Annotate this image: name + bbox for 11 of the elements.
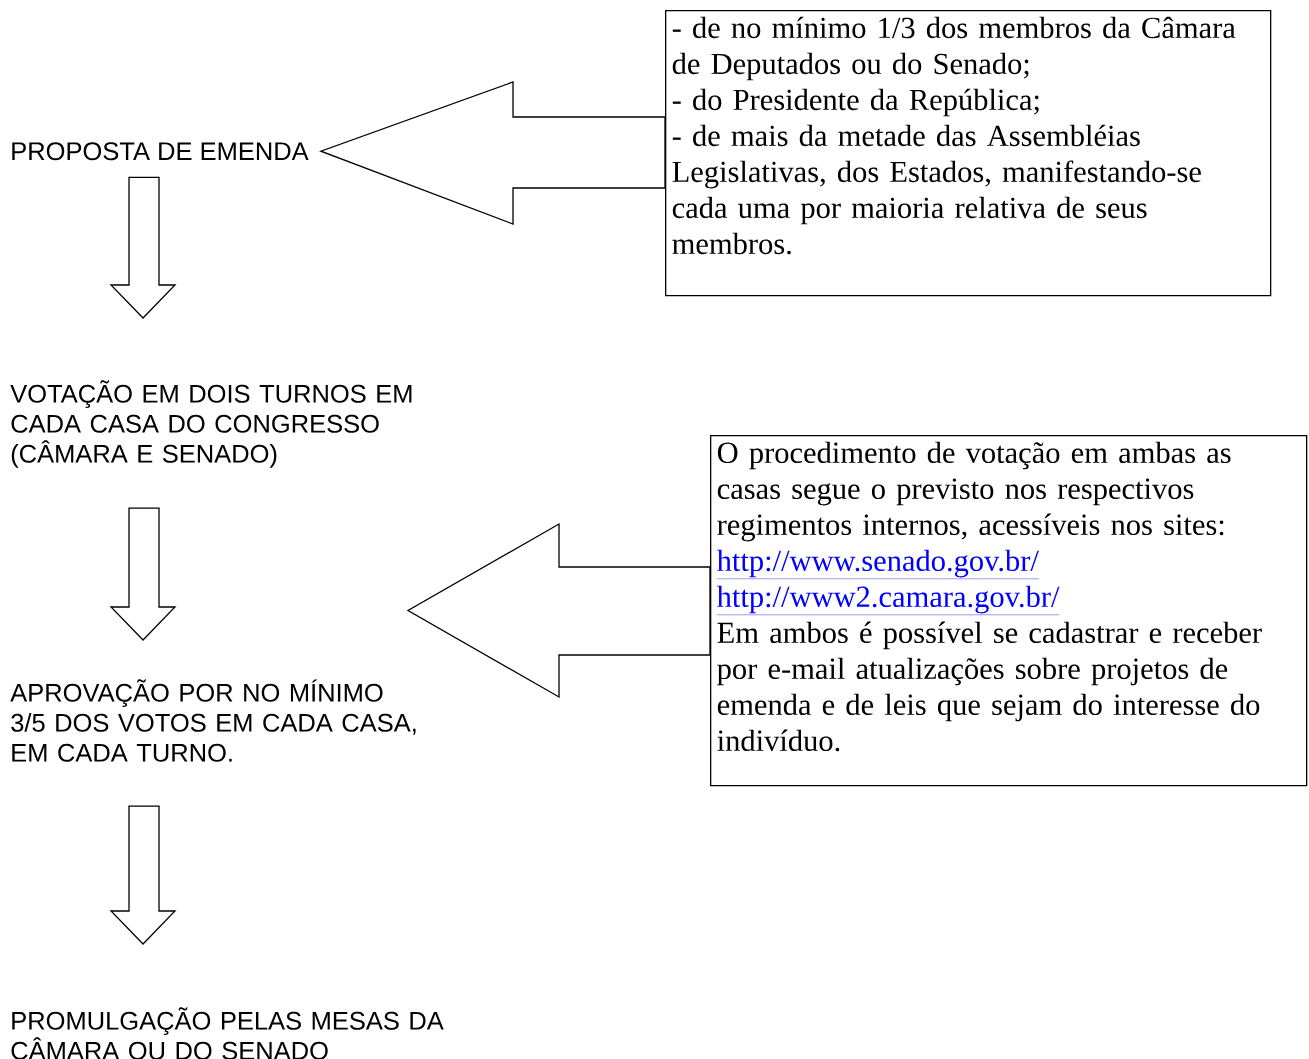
step-label: PROMULGAÇÃO PELAS MESAS DA CÂMARA OU DO SENADO	[11, 1007, 444, 1059]
step-label: APROVAÇÃO POR NO MÍNIMO 3/5 DOS VOTOS EM CADA CASA, EM CADA TURNO.	[10, 679, 416, 762]
text-box: O procedimento de votação em ambas as casas segue o previsto nos respectivos regimentos internos, acessíveis nos sites: http://www.senado.gov.br/ http://www2.camara.gov.br/ Em ambos é possível se cadastrar e receber por e-mail atualizações sobre projetos de emenda e de leis que sejam do interesse do indivíduo.	[710, 435, 1308, 787]
text-box: - de no mínimo 1/3 dos membros da Câmara de Deputados ou do Senado; - do Presidente da República; - de mais da metade das Assembléias Legislativas, dos Estados, manifestando-se cada uma por maioria relativa de seus membros.	[665, 10, 1272, 297]
step-label: PROPOSTA DE EMENDA	[12, 142, 309, 161]
block-arrow	[406, 522, 711, 699]
block-arrow	[319, 81, 666, 225]
block-arrow	[109, 507, 177, 641]
block-arrow	[109, 805, 177, 945]
step-label: VOTAÇÃO EM DOIS TURNOS EM CADA CASA DO CONGRESSO (CÂMARA E SENADO)	[10, 380, 412, 468]
block-arrow	[109, 176, 177, 319]
